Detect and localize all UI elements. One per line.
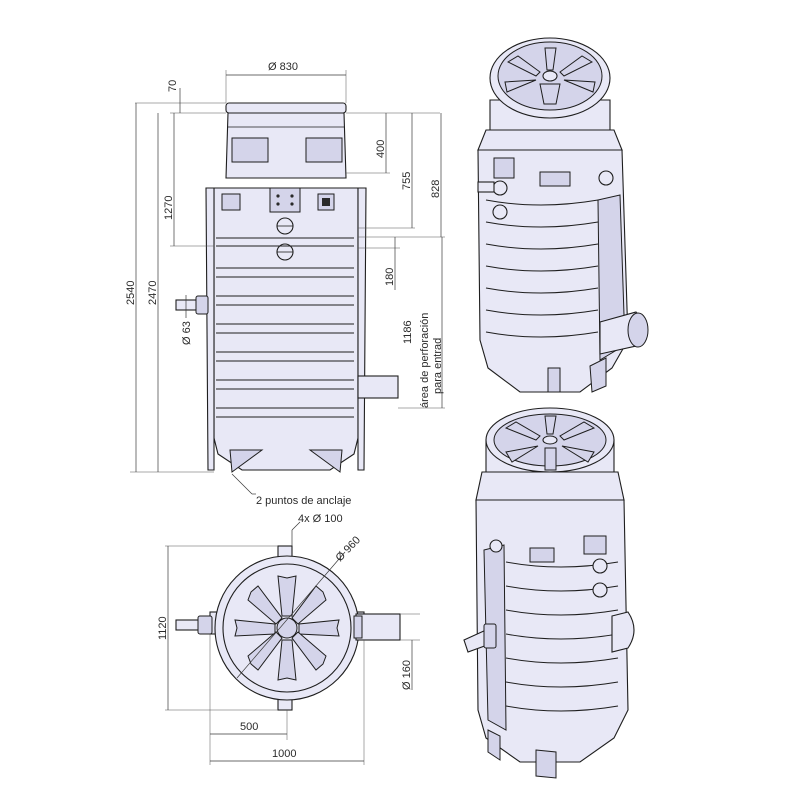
plan-pipe-63 (175, 619, 201, 631)
label-plate (269, 187, 301, 213)
anchor-right (308, 449, 343, 473)
dim-828: 828 (430, 180, 442, 198)
neck-window-right (305, 137, 343, 163)
dim-180: 180 (384, 268, 396, 286)
dim-cap-height: 70 (167, 80, 179, 92)
dim-2540: 2540 (125, 281, 137, 305)
pipe-160-side (357, 375, 399, 399)
dim-pipe-63: Ø 63 (181, 321, 193, 345)
isometric-view-bottom (463, 407, 635, 779)
front-dimensions: Ø 830 70 400 755 828 1270 2540 2470 180 … (125, 61, 445, 507)
lid-segments (234, 575, 340, 681)
anchor-left (229, 449, 264, 473)
plan-pipe-63-coupling (197, 615, 213, 635)
dim-1000: 1000 (272, 748, 296, 760)
perforation-label-2: para entrad (432, 338, 444, 394)
plan-view (175, 545, 401, 711)
right-flange (357, 187, 367, 471)
anchor-note: 2 puntos de anclaje (256, 495, 351, 507)
dim-2470: 2470 (147, 281, 159, 305)
pipe-63-coupling (195, 295, 209, 315)
perforation-label-1: área de perforación (419, 313, 431, 408)
dim-960: Ø 960 (334, 534, 363, 564)
dim-top-diameter: Ø 830 (268, 61, 298, 73)
dim-1120: 1120 (157, 616, 169, 640)
dim-500: 500 (240, 721, 258, 733)
panel-left (221, 193, 241, 211)
left-flange (205, 187, 215, 471)
plan-lid-center (276, 617, 298, 639)
plan-pipe-160 (355, 613, 401, 641)
dim-pipe-160: Ø 160 (401, 660, 413, 690)
isometric-view-top (477, 37, 649, 393)
pipe-63 (175, 299, 199, 311)
front-cap (225, 102, 347, 114)
dim-lugs: 4x Ø 100 (298, 513, 343, 525)
front-ribs (216, 237, 354, 418)
neck-window-left (231, 137, 269, 163)
dim-1186: 1186 (402, 320, 414, 344)
dim-400: 400 (375, 140, 387, 158)
front-elevation (175, 102, 399, 473)
dim-755: 755 (401, 172, 413, 190)
dim-1270: 1270 (163, 196, 175, 220)
